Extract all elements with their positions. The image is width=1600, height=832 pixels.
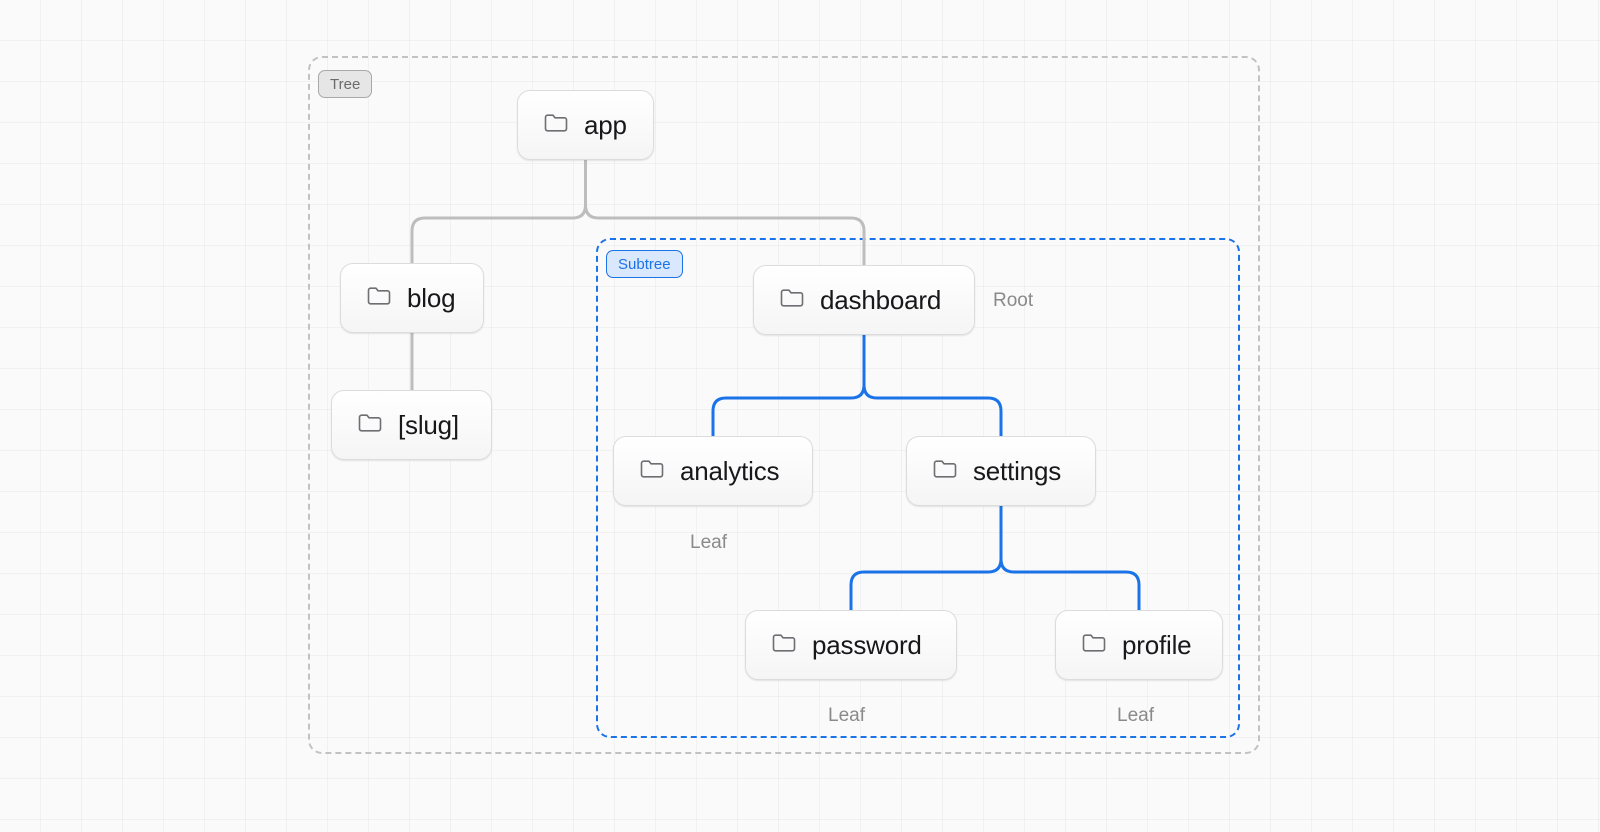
folder-icon: [367, 286, 391, 311]
node-profile[interactable]: profile: [1055, 610, 1223, 680]
role-caption-dashboard: Root: [993, 290, 1034, 311]
node-label: dashboard: [820, 284, 942, 315]
node-label: blog: [407, 282, 456, 313]
folder-icon: [772, 633, 796, 658]
node-password[interactable]: password: [745, 610, 957, 680]
folder-icon: [933, 459, 957, 484]
node-blog[interactable]: blog: [340, 263, 484, 333]
node-dashboard[interactable]: dashboard: [753, 265, 975, 335]
node-label: [slug]: [398, 409, 459, 440]
group-badge-tree[interactable]: Tree: [318, 70, 373, 98]
folder-icon: [544, 113, 568, 138]
node-label: app: [584, 109, 627, 140]
node-label: password: [812, 629, 922, 660]
node-settings[interactable]: settings: [906, 436, 1096, 506]
folder-icon: [358, 413, 382, 438]
folder-icon: [780, 288, 804, 313]
folder-icon: [640, 459, 664, 484]
node-label: analytics: [680, 455, 780, 486]
group-badge-subtree-label: Subtree: [618, 255, 671, 273]
folder-icon: [1082, 633, 1106, 658]
node-slug[interactable]: [slug]: [331, 390, 492, 460]
role-caption-profile: Leaf: [1117, 705, 1154, 726]
role-caption-password: Leaf: [828, 705, 865, 726]
group-badge-subtree[interactable]: Subtree: [606, 250, 683, 278]
node-analytics[interactable]: analytics: [613, 436, 813, 506]
group-box-tree: [308, 56, 1260, 754]
node-label: settings: [973, 455, 1062, 486]
group-badge-tree-label: Tree: [330, 75, 361, 93]
node-app[interactable]: app: [517, 90, 654, 160]
group-box-subtree: [596, 238, 1240, 738]
node-label: profile: [1122, 629, 1192, 660]
role-caption-analytics: Leaf: [690, 532, 727, 553]
